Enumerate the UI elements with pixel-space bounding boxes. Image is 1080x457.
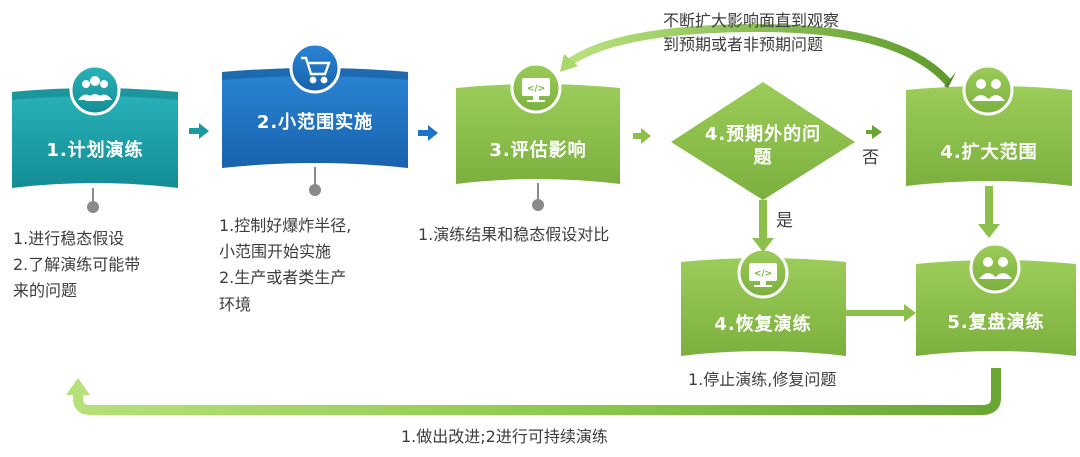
note-plan: 1.进行稳态假设 2.了解演练可能带 来的问题	[13, 229, 140, 300]
step-review-label: 5.复盘演练	[947, 311, 1044, 333]
svg-text:</>: </>	[754, 269, 772, 279]
step-evaluate: </> 3.评估影响	[456, 62, 620, 211]
note-small-line2: 小范围开始实施	[219, 242, 331, 261]
svg-text:</>: </>	[527, 84, 545, 94]
decision-label-line1: 4.预期外的问	[705, 123, 821, 145]
note-small-line1: 1.控制好爆炸半径,	[219, 216, 351, 235]
note-loop-top-line1: 不断扩大影响面直到观察	[663, 11, 839, 30]
label-yes: 是	[776, 211, 793, 231]
connector-dot	[309, 184, 321, 196]
note-loop-bottom: 1.做出改进;2进行可持续演练	[401, 427, 608, 446]
step-review: 5.复盘演练	[916, 242, 1076, 356]
note-small-line4: 环境	[219, 295, 251, 314]
step-restore-label: 4.恢复演练	[714, 313, 811, 335]
shopping-cart-icon	[301, 56, 331, 84]
arrow-right	[633, 128, 651, 144]
note-plan-line3: 来的问题	[13, 281, 77, 300]
note-small: 1.控制好爆炸半径, 小范围开始实施 2.生产或者类生产 环境	[219, 216, 351, 314]
note-plan-line1: 1.进行稳态假设	[13, 229, 124, 248]
step-plan-label: 1.计划演练	[46, 139, 143, 161]
note-plan-line2: 2.了解演练可能带	[13, 255, 140, 274]
note-loop-top-line2: 到预期或者非预期问题	[663, 35, 823, 54]
step-plan: 1.计划演练	[12, 64, 178, 213]
step-evaluate-label: 3.评估影响	[489, 139, 586, 161]
step-decision: 4.预期外的问 题	[671, 82, 855, 200]
arrow-right	[846, 304, 916, 322]
decision-label-line2: 题	[754, 147, 773, 168]
users-icon	[972, 79, 1005, 101]
note-small-line3: 2.生产或者类生产	[219, 268, 346, 287]
arrow-right	[866, 125, 882, 139]
monitor-code-icon: </>	[749, 263, 777, 287]
step-small-range-label: 2.小范围实施	[257, 111, 373, 133]
team-icon	[78, 76, 112, 101]
note-evaluate: 1.演练结果和稳态假设对比	[418, 225, 609, 244]
note-restore: 1.停止演练,修复问题	[688, 370, 836, 389]
label-no: 否	[862, 148, 879, 168]
arrow-down	[752, 200, 774, 252]
step-expand-label: 4.扩大范围	[940, 141, 1037, 163]
monitor-code-icon: </>	[522, 78, 550, 102]
arrow-right	[189, 123, 209, 139]
step-expand: 4.扩大范围	[906, 64, 1072, 186]
connector-dot	[532, 199, 544, 211]
users-icon	[979, 257, 1012, 279]
step-small-range: 2.小范围实施	[222, 42, 408, 196]
loop-arrow-bottom	[73, 368, 1001, 415]
connector-dot	[87, 201, 99, 213]
arrow-right	[418, 125, 438, 141]
step-restore: </> 4.恢复演练	[681, 247, 846, 356]
arrow-down	[978, 186, 1000, 238]
loop-arrow-top	[567, 23, 951, 85]
